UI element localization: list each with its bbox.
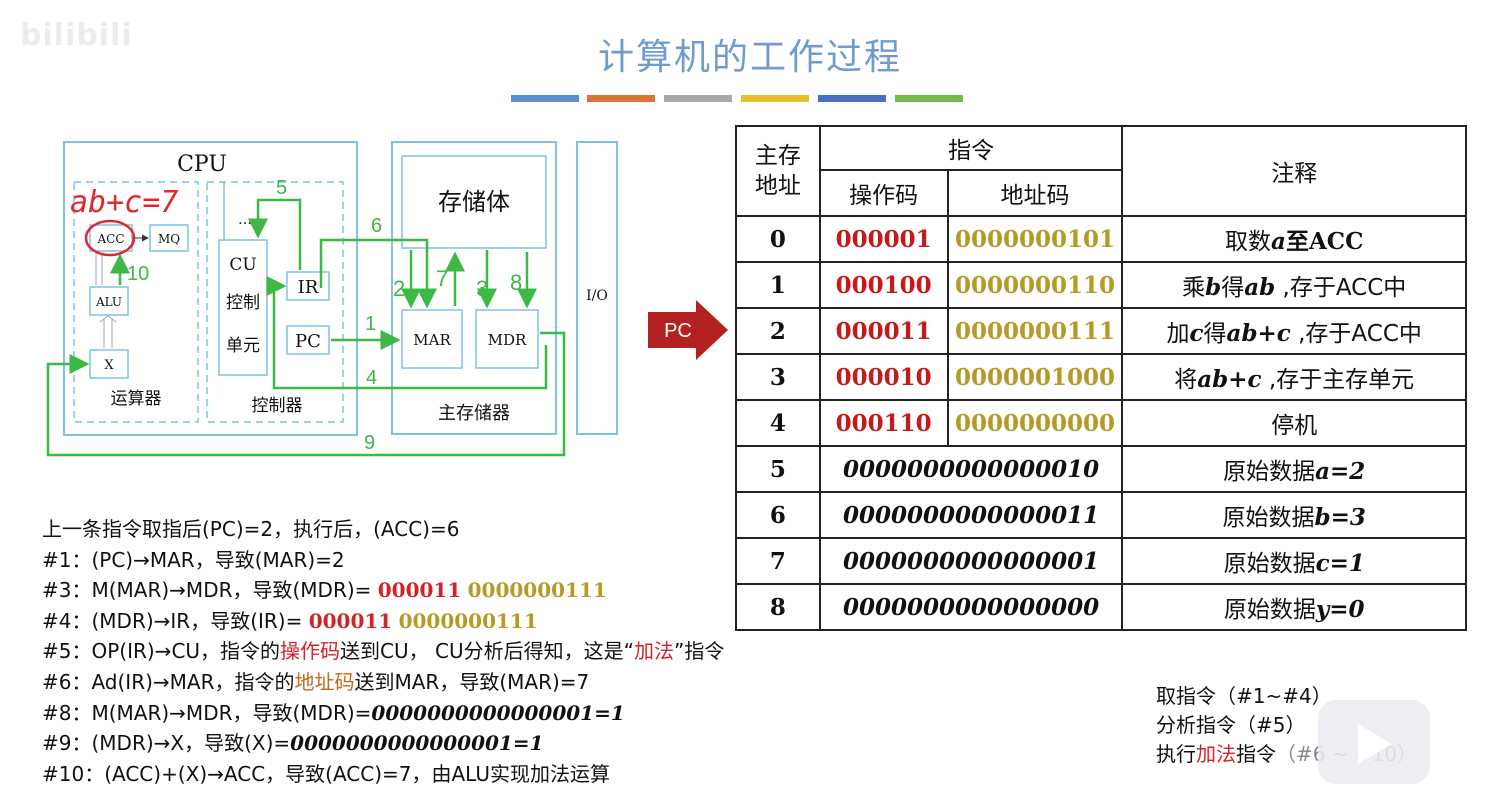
main-memory-label: 主存储器 [438, 403, 510, 424]
step-6-label: 6 [371, 215, 382, 237]
step-3-label: 3 [476, 276, 488, 301]
ir-label: IR [298, 277, 319, 298]
pc-label: PC [295, 331, 321, 352]
cu-label: CU [229, 255, 256, 275]
step-line-8: #8：M(MAR)→MDR，导致(MDR)=0000000000000001=1 [42, 700, 625, 725]
step-4-label: 4 [366, 367, 377, 389]
color-bar-4 [741, 95, 809, 102]
memory-table: 主存地址 指令 注释 操作码 地址码 0 000001 0000000101 取… [735, 125, 1467, 631]
mar-label: MAR [413, 331, 451, 349]
dots-label: … [238, 212, 252, 228]
pc-register [286, 325, 330, 355]
mq-label: MQ [158, 232, 180, 246]
controller-box [206, 181, 344, 423]
header-note: 注释 [1121, 125, 1467, 217]
header-address: 主存地址 [735, 125, 821, 217]
storage-box [401, 155, 547, 249]
table-row: 1 000100 0000000110 乘b得ab ,存于ACC中 [735, 261, 1467, 309]
cu-label-3: 单元 [226, 336, 260, 356]
acc-label: ACC [96, 232, 124, 246]
alu-unit-box [73, 181, 199, 423]
step-10-label: 10 [127, 263, 149, 285]
page-title: 计算机的工作过程 [597, 37, 902, 78]
summary-fetch: 取指令（#1~#4） [1156, 684, 1332, 708]
alu-unit-label: 运算器 [111, 389, 162, 409]
table-row: 0 000001 0000000101 取数a至ACC [735, 215, 1467, 263]
step-line-6: #6：Ad(IR)→MAR，指令的地址码送到MAR，导致(MAR)=7 [42, 669, 590, 694]
pc-pointer-label: PC [664, 320, 692, 342]
acc-highlight-circle [84, 219, 136, 257]
table-row: 5 0000000000000010 原始数据a=2 [735, 445, 1467, 493]
step-2-label: 2 [393, 276, 405, 301]
table-row: 4 000110 0000000000 停机 [735, 399, 1467, 447]
cpu-label: CPU [177, 152, 227, 177]
color-bar-3 [664, 95, 732, 102]
bilibili-watermark: bilibili [20, 18, 133, 53]
step-line-3: #3：M(MAR)→MDR，导致(MDR)= 000011 0000000111 [42, 578, 607, 603]
execution-steps: 上一条指令取指后(PC)=2，执行后，(ACC)=6 #1：(PC)→MAR，导… [42, 514, 724, 789]
pc-pointer-arrow: PC [648, 300, 728, 360]
main-memory-box [391, 141, 557, 435]
storage-label: 存储体 [438, 188, 510, 216]
table-row: 2 000011 0000000111 加c得ab+c ,存于ACC中 [735, 307, 1467, 355]
cu-box [218, 239, 268, 376]
alu-label: ALU [95, 295, 122, 309]
header-instruction: 指令 [818, 125, 1124, 171]
step-7-label: 7 [436, 266, 448, 291]
computer-architecture-diagram: CPU ACC MQ ALU X 运算器 … CU 控制 单元 IR PC 控制… [46, 141, 618, 457]
header-opcode: 操作码 [818, 169, 949, 217]
table-row: 7 0000000000000001 原始数据c=1 [735, 537, 1467, 585]
step-line-9: #9：(MDR)→X，导致(X)=0000000000000001=1 [42, 731, 544, 756]
table-row: 8 0000000000000000 原始数据y=0 [735, 583, 1467, 631]
ir-register [286, 271, 330, 301]
alu-box [89, 286, 129, 316]
x-label: X [104, 358, 114, 373]
step-1-label: 1 [365, 313, 376, 335]
header-addrcode: 地址码 [946, 169, 1124, 217]
cpu-box [63, 141, 358, 436]
mq-register [149, 224, 189, 252]
play-button[interactable] [1318, 700, 1430, 784]
io-label: I/O [586, 288, 608, 304]
color-bar-1 [511, 95, 579, 102]
step-line-10: #10：(ACC)+(X)→ACC，导致(ACC)=7，由ALU实现加法运算 [42, 761, 610, 786]
color-bar-5 [818, 95, 886, 102]
color-bar-2 [587, 95, 655, 102]
step-5-label: 5 [276, 177, 287, 199]
controller-label: 控制器 [252, 396, 303, 416]
mdr-label: MDR [488, 331, 527, 349]
table-row: 3 000010 0000001000 将ab+c ,存于主存单元 [735, 353, 1467, 401]
summary-analyze: 分析指令（#5） [1156, 713, 1306, 737]
table-row: 6 0000000000000011 原始数据b=3 [735, 491, 1467, 539]
step-9-label: 9 [364, 432, 375, 454]
step-line-5: #5：OP(IR)→CU，指令的操作码送到CU， CU分析后得知，这是“加法”指… [42, 639, 725, 664]
handwritten-annotation: ab+c=7 [70, 185, 178, 220]
step-8-label: 8 [510, 270, 522, 295]
step-line-0: 上一条指令取指后(PC)=2，执行后，(ACC)=6 [42, 517, 460, 541]
step-line-1: #1：(PC)→MAR，导致(MAR)=2 [42, 547, 345, 572]
cu-label-2: 控制 [226, 293, 260, 313]
io-box [576, 141, 618, 435]
mar-register [401, 309, 463, 369]
color-bar-6 [895, 95, 963, 102]
step-line-4: #4：(MDR)→IR，导致(IR)= 000011 0000000111 [42, 608, 538, 633]
x-register [89, 349, 129, 379]
mdr-register [475, 309, 539, 369]
